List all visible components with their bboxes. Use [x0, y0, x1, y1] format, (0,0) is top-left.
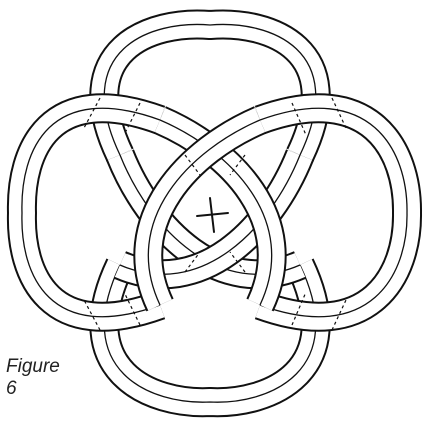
- inner-band-d: [133, 106, 267, 312]
- inner-band-c: [153, 106, 287, 312]
- loop-bottom: [89, 258, 331, 418]
- figure-caption-line2: 6: [6, 378, 17, 399]
- loop-left: [6, 93, 166, 332]
- figure-caption-line1: Figure: [6, 356, 60, 377]
- crossing-dashes: [83, 97, 347, 331]
- figure-caption: Figure 6: [6, 356, 60, 400]
- center-crosshair-icon: [196, 197, 229, 233]
- loop-top: [89, 9, 331, 162]
- loop-right: [254, 93, 423, 332]
